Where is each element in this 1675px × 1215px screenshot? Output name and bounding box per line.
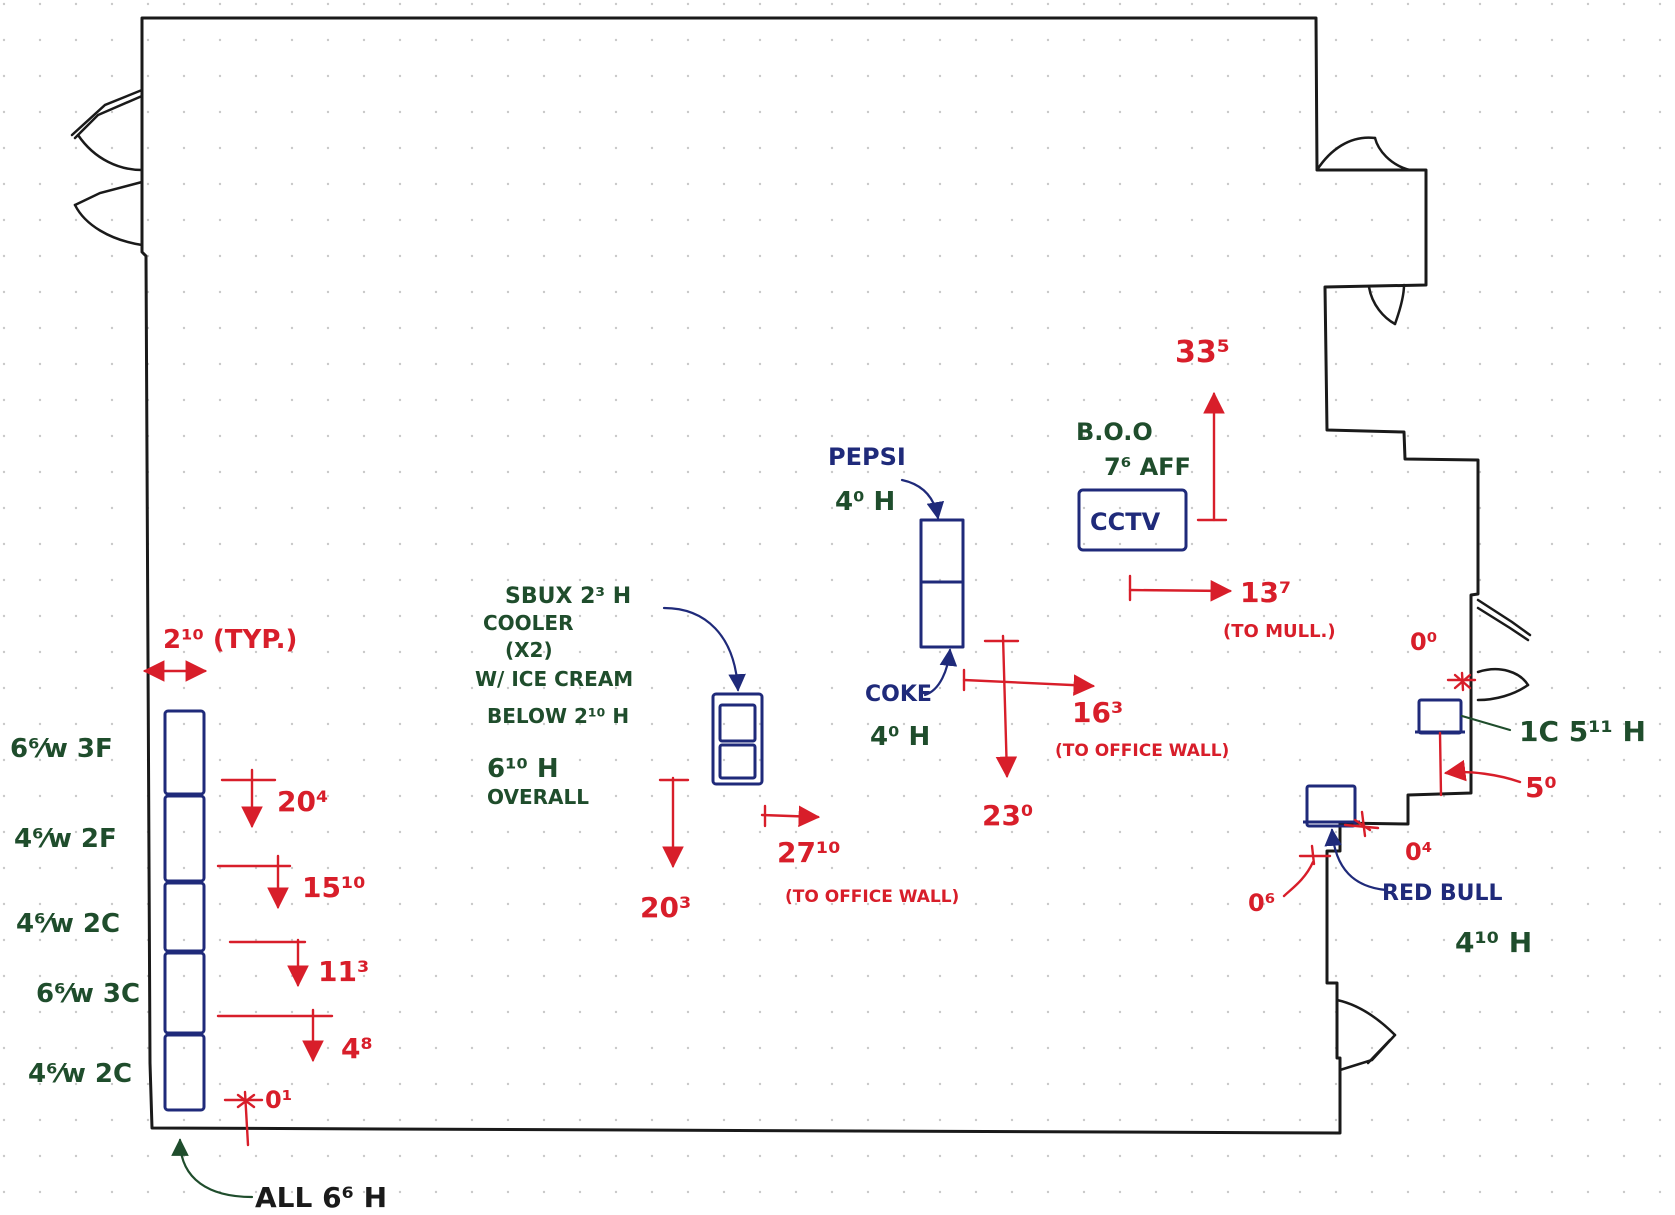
dim-4-8: 4⁸ — [341, 1032, 373, 1065]
dim-line-5-0 — [1438, 731, 1522, 797]
all-height-leader — [171, 1138, 254, 1199]
dim-line-0-1 — [223, 1090, 264, 1147]
dim-16-3: 16³ — [1072, 696, 1123, 729]
cctv-label: CCTV — [1090, 508, 1161, 536]
dim-0-0: 0⁰ — [1410, 628, 1437, 656]
dim-line-11-3 — [228, 938, 309, 988]
dim-20-3: 20³ — [640, 891, 691, 924]
cooler-label-line2: COOLER — [483, 611, 574, 635]
dim-16-3-note: (TO OFFICE WALL) — [1055, 741, 1229, 761]
pepsi-coke-cooler-fixture — [919, 518, 965, 649]
left-gondola-run — [163, 709, 206, 1112]
dim-20-4: 20⁴ — [277, 785, 328, 818]
dim-15-10: 15¹⁰ — [302, 871, 366, 904]
dim-line-33-5 — [1196, 391, 1228, 522]
cooler-label-line5: BELOW 2¹⁰ H — [487, 704, 629, 728]
coke-height-label: 4⁰ H — [870, 722, 930, 752]
shelf-label-6-3f: 6⁶⁄w 3F — [10, 734, 113, 764]
dim-27-10: 27¹⁰ — [777, 836, 841, 869]
pepsi-height-label: 4⁰ H — [835, 487, 895, 517]
dim-line-20-3 — [658, 776, 690, 869]
dim-33-5: 33⁵ — [1175, 335, 1230, 370]
dim-2-10-typ: 2¹⁰ (TYP.) — [163, 625, 297, 655]
right-upper-door-symbol — [1315, 136, 1412, 326]
cooler-label-line7: OVERALL — [487, 785, 589, 809]
dim-0-1: 0¹ — [265, 1086, 292, 1114]
right-lower-door-symbol — [1335, 998, 1397, 1072]
cctv-fixture — [1077, 488, 1188, 552]
shelf-label-4-2c-lower: 4⁶⁄w 2C — [28, 1059, 132, 1089]
boo-label: B.O.O — [1076, 418, 1153, 446]
right-middle-door-symbol — [1476, 598, 1532, 702]
dim-line-15-10 — [216, 854, 292, 910]
coke-leader — [923, 648, 958, 697]
dim-line-4-8 — [216, 1008, 334, 1063]
dim-0-4: 0⁴ — [1405, 838, 1432, 866]
gondola-section-2c-upper — [163, 881, 206, 953]
dim-13-7-note: (TO MULL.) — [1223, 621, 1336, 642]
dim-line-0-0 — [1446, 671, 1477, 692]
dim-27-10-note: (TO OFFICE WALL) — [785, 887, 959, 907]
gondola-section-2c-lower — [163, 1033, 206, 1112]
cooler-label-line6: 6¹⁰ H — [487, 754, 559, 784]
red-bull-cooler-fixture — [1303, 784, 1360, 828]
red-bull-leader — [1324, 828, 1388, 892]
all-height-label: ALL 6⁶ H — [255, 1181, 387, 1214]
sbux-cooler-fixture — [711, 692, 764, 786]
dim-5-0: 5⁰ — [1525, 771, 1557, 804]
pepsi-leader — [900, 478, 945, 520]
coke-label: COKE — [865, 682, 932, 707]
dim-13-7: 13⁷ — [1240, 576, 1291, 609]
dim-line-13-7 — [1128, 574, 1233, 602]
red-bull-label: RED BULL — [1382, 881, 1503, 906]
cooler-leader — [662, 606, 746, 692]
dim-23-0: 23⁰ — [982, 799, 1033, 832]
dim-line-16-3 — [962, 668, 1096, 696]
gondola-section-3f — [163, 709, 206, 796]
shelf-label-4-2f: 4⁶⁄w 2F — [14, 824, 117, 854]
pepsi-label: PEPSI — [828, 443, 906, 471]
store-outline-wall — [140, 16, 1480, 1135]
shelf-label-6-3c: 6⁶⁄w 3C — [36, 979, 140, 1009]
one-c-label: 1C 5¹¹ H — [1519, 715, 1646, 748]
dim-line-27-10 — [760, 804, 821, 828]
gondola-section-3c — [163, 951, 206, 1035]
dim-0-6: 0⁶ — [1248, 889, 1275, 917]
gondola-section-2f — [163, 794, 206, 883]
cooler-label-line3: (X2) — [505, 638, 553, 662]
dim-line-20-4 — [220, 768, 277, 829]
red-bull-height-label: 4¹⁰ H — [1455, 926, 1532, 959]
cooler-label-line1: SBUX 2³ H — [505, 584, 631, 609]
shelf-label-4-2c: 4⁶⁄w 2C — [16, 909, 120, 939]
cooler-label-line4: W/ ICE CREAM — [475, 667, 633, 691]
dim-line-0-6 — [1282, 844, 1332, 898]
one-c-leader — [1460, 714, 1512, 732]
dim-line-23-0 — [983, 634, 1020, 779]
boo-height-label: 7⁶ AFF — [1104, 453, 1191, 481]
dim-line-0-4 — [1343, 810, 1380, 838]
dim-11-3: 11³ — [318, 955, 369, 988]
left-entry-door-symbol — [70, 88, 144, 247]
